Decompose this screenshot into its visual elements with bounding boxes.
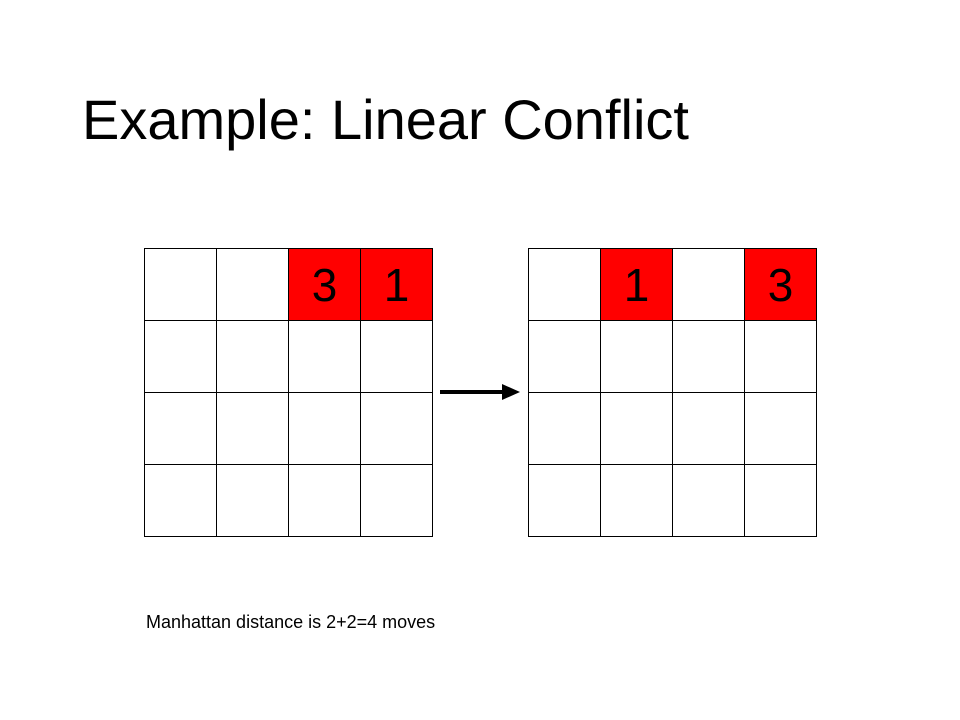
grid-cell — [145, 321, 217, 393]
grid-cell — [217, 393, 289, 465]
grid-cell — [673, 465, 745, 537]
tile-1: 1 — [361, 249, 433, 321]
grid-cell — [289, 321, 361, 393]
grid-cell — [217, 465, 289, 537]
grid-cell — [673, 393, 745, 465]
grid-cell — [289, 465, 361, 537]
tile-3: 3 — [745, 249, 817, 321]
caption-text: Manhattan distance is 2+2=4 moves — [146, 612, 436, 632]
grid-cell — [361, 393, 433, 465]
tile-3: 3 — [289, 249, 361, 321]
grid-cell — [745, 393, 817, 465]
grid-cell — [289, 393, 361, 465]
grid-cell — [217, 249, 289, 321]
grid-cell — [529, 249, 601, 321]
grid-cell — [529, 465, 601, 537]
grid-cell — [217, 321, 289, 393]
grid-cell — [361, 465, 433, 537]
grid-cell — [145, 393, 217, 465]
grid-cell — [529, 321, 601, 393]
puzzle-grid-after: 1 3 — [528, 248, 817, 537]
grid-cell — [745, 465, 817, 537]
grid-cell — [745, 321, 817, 393]
grid-cell — [601, 393, 673, 465]
grid-cell — [529, 393, 601, 465]
slide-title: Example: Linear Conflict — [82, 88, 689, 151]
grid-cell — [361, 321, 433, 393]
arrow-right-icon — [440, 384, 520, 400]
grid-cell — [145, 249, 217, 321]
grid-cell — [601, 321, 673, 393]
grid-cell — [601, 465, 673, 537]
puzzle-grid-before: 3 1 — [144, 248, 433, 537]
grid-cell — [145, 465, 217, 537]
grid-cell — [673, 321, 745, 393]
grid-cell — [673, 249, 745, 321]
tile-1: 1 — [601, 249, 673, 321]
